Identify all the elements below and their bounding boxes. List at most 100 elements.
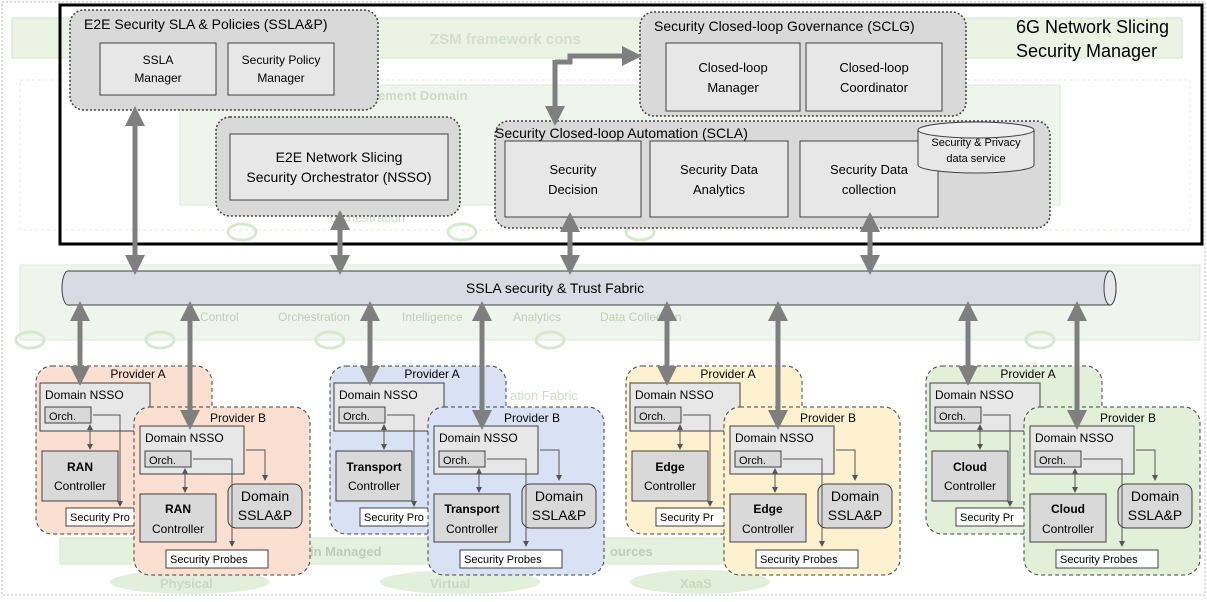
provider-b-orch-box[interactable] <box>438 450 486 468</box>
provider-b-sslap-line2: SSLA&P <box>532 507 586 523</box>
provider-a-controller-box[interactable] <box>41 450 119 502</box>
provider-a-label: Provider A <box>404 367 459 381</box>
provider-b-orch-label: Orch. <box>443 455 470 467</box>
provider-a-orch-label: Orch. <box>343 411 370 423</box>
security-decision-box[interactable] <box>504 140 642 218</box>
management-domain-text: ement Domain <box>378 88 468 103</box>
provider-a-probe-link <box>983 414 1013 507</box>
provider-a-orch-box[interactable] <box>44 406 92 424</box>
provider-a-orch-box[interactable] <box>338 406 386 424</box>
provider-b-sslap-link <box>246 449 268 481</box>
managed-bg-text: in Managed <box>310 544 382 559</box>
nsso-line1: E2E Network Slicing <box>276 149 403 165</box>
provider-a-controller-box[interactable] <box>631 450 709 502</box>
security-analytics-box[interactable] <box>649 140 789 218</box>
closed-loop-manager-box[interactable] <box>665 42 801 112</box>
provider-b-sslap-line1: Domain <box>831 488 879 504</box>
nsso-module[interactable]: E2E Network Slicing Security Orchestrato… <box>215 116 461 217</box>
cl-coordinator-line2: Coordinator <box>840 80 909 95</box>
provider-b-probes-label: Security Probes <box>1060 554 1138 566</box>
provider-b-probes-box[interactable] <box>755 549 859 569</box>
policy-manager-line2: Manager <box>257 71 304 85</box>
provider-a-controller-type: Cloud <box>953 460 987 474</box>
provider-b-controller-box[interactable] <box>139 493 217 543</box>
provider-b-controller-box[interactable] <box>729 493 807 543</box>
sclg-title: Security Closed-loop Governance (SCLG) <box>654 18 915 34</box>
privacy-data-service-cylinder[interactable]: Security & Privacy data service <box>917 121 1035 174</box>
provider-b-sslap-box[interactable] <box>227 483 303 529</box>
provider-a-orch-box[interactable] <box>634 406 682 424</box>
bg-node-icon <box>534 330 566 350</box>
provider-b-probes-box[interactable] <box>459 549 563 569</box>
bg-node-icon <box>1024 330 1056 350</box>
security-policy-manager-box[interactable] <box>227 42 335 96</box>
provider-b-sslap-link <box>540 449 562 481</box>
provider-b-sslap-line1: Domain <box>1131 488 1179 504</box>
provider-b-controller-label: Controller <box>742 522 794 536</box>
provider-b-sslap-box[interactable] <box>521 483 597 529</box>
provider-a-orch-box[interactable] <box>934 406 982 424</box>
provider-b-sslap-link <box>836 449 858 481</box>
provider-a-nsso-label: Domain NSSO <box>339 388 418 402</box>
provider-b-nsso-label: Domain NSSO <box>145 431 224 445</box>
security-manager-box <box>58 3 1204 246</box>
provider-a-controller-type: RAN <box>67 460 93 474</box>
provider-b-probes-box[interactable] <box>1055 549 1159 569</box>
provider-b-sslap-box[interactable] <box>817 483 893 529</box>
provider-b-nsso-label: Domain NSSO <box>439 431 518 445</box>
bg-node-icon <box>226 222 258 242</box>
provider-a-probes-label: Security Pr <box>660 512 714 524</box>
provider-a-probes-label: Security Pro <box>364 512 424 524</box>
provider-a-label: Provider A <box>700 367 755 381</box>
bg-node-icon <box>314 330 346 350</box>
provider-b-controller-type: RAN <box>165 502 191 516</box>
fabric-bg-text: ation Fabric <box>510 388 578 403</box>
provider-b-sslap-line1: Domain <box>241 488 289 504</box>
xaas-bg-text: XaaS <box>680 576 712 591</box>
trust-fabric-bar[interactable]: SSLA security & Trust Fabric <box>61 270 1117 306</box>
provider-b-probe-link <box>1083 458 1125 547</box>
manager-title-line2: Security Manager <box>1016 41 1157 61</box>
provider-b-orch-box[interactable] <box>1034 450 1082 468</box>
provider-a-controller-label: Controller <box>54 479 106 493</box>
provider-b-sslap-box[interactable] <box>1117 483 1193 529</box>
provider-a-label: Provider A <box>1000 367 1055 381</box>
provider-b-controller-box[interactable] <box>433 493 511 543</box>
ssla-manager-box[interactable] <box>99 42 217 96</box>
provider-a-probes-label: Security Pro <box>70 512 130 524</box>
provider-a-nsso-label: Domain NSSO <box>635 388 714 402</box>
provider-b-controller-box[interactable] <box>1029 493 1107 543</box>
provider-a-probe-link <box>387 414 417 507</box>
provider-b-probe-link <box>783 458 825 547</box>
provider-b-orch-box[interactable] <box>734 450 782 468</box>
cl-manager-line2: Manager <box>707 80 759 95</box>
provider-a-controller-box[interactable] <box>931 450 1009 502</box>
bg-node-icon <box>14 330 46 350</box>
privacy-service-line2: data service <box>946 153 1005 165</box>
provider-b-probes-box[interactable] <box>165 549 269 569</box>
provider-b-sslap-line1: Domain <box>535 488 583 504</box>
scla-module[interactable]: Security Closed-loop Automation (SCLA) S… <box>494 120 1051 229</box>
security-collection-box[interactable] <box>799 140 939 218</box>
cl-coordinator-line1: Closed-loop <box>839 60 908 75</box>
sclg-module[interactable]: Security Closed-loop Governance (SCLG) C… <box>639 11 967 117</box>
provider-b-controller-type: Edge <box>753 502 783 516</box>
provider-a-controller-label: Controller <box>348 479 400 493</box>
provider-a-probes-label: Security Pr <box>960 512 1014 524</box>
closed-loop-coordinator-box[interactable] <box>805 42 943 112</box>
manager-title-line1: 6G Network Slicing <box>1016 17 1169 37</box>
provider-b-orch-box[interactable] <box>144 450 192 468</box>
provider-b-orch-label: Orch. <box>1039 455 1066 467</box>
provider-a-controller-box[interactable] <box>335 450 413 502</box>
sslap-module[interactable]: E2E Security SLA & Policies (SSLA&P) SSL… <box>69 9 379 111</box>
top-connectors <box>125 46 880 275</box>
nsso-box[interactable] <box>229 133 449 201</box>
provider-a-nsso-label: Domain NSSO <box>935 388 1014 402</box>
provider-b-controller-label: Controller <box>152 522 204 536</box>
physical-bg-text: Physical <box>160 576 213 591</box>
provider-a-nsso-label: Domain NSSO <box>45 388 124 402</box>
